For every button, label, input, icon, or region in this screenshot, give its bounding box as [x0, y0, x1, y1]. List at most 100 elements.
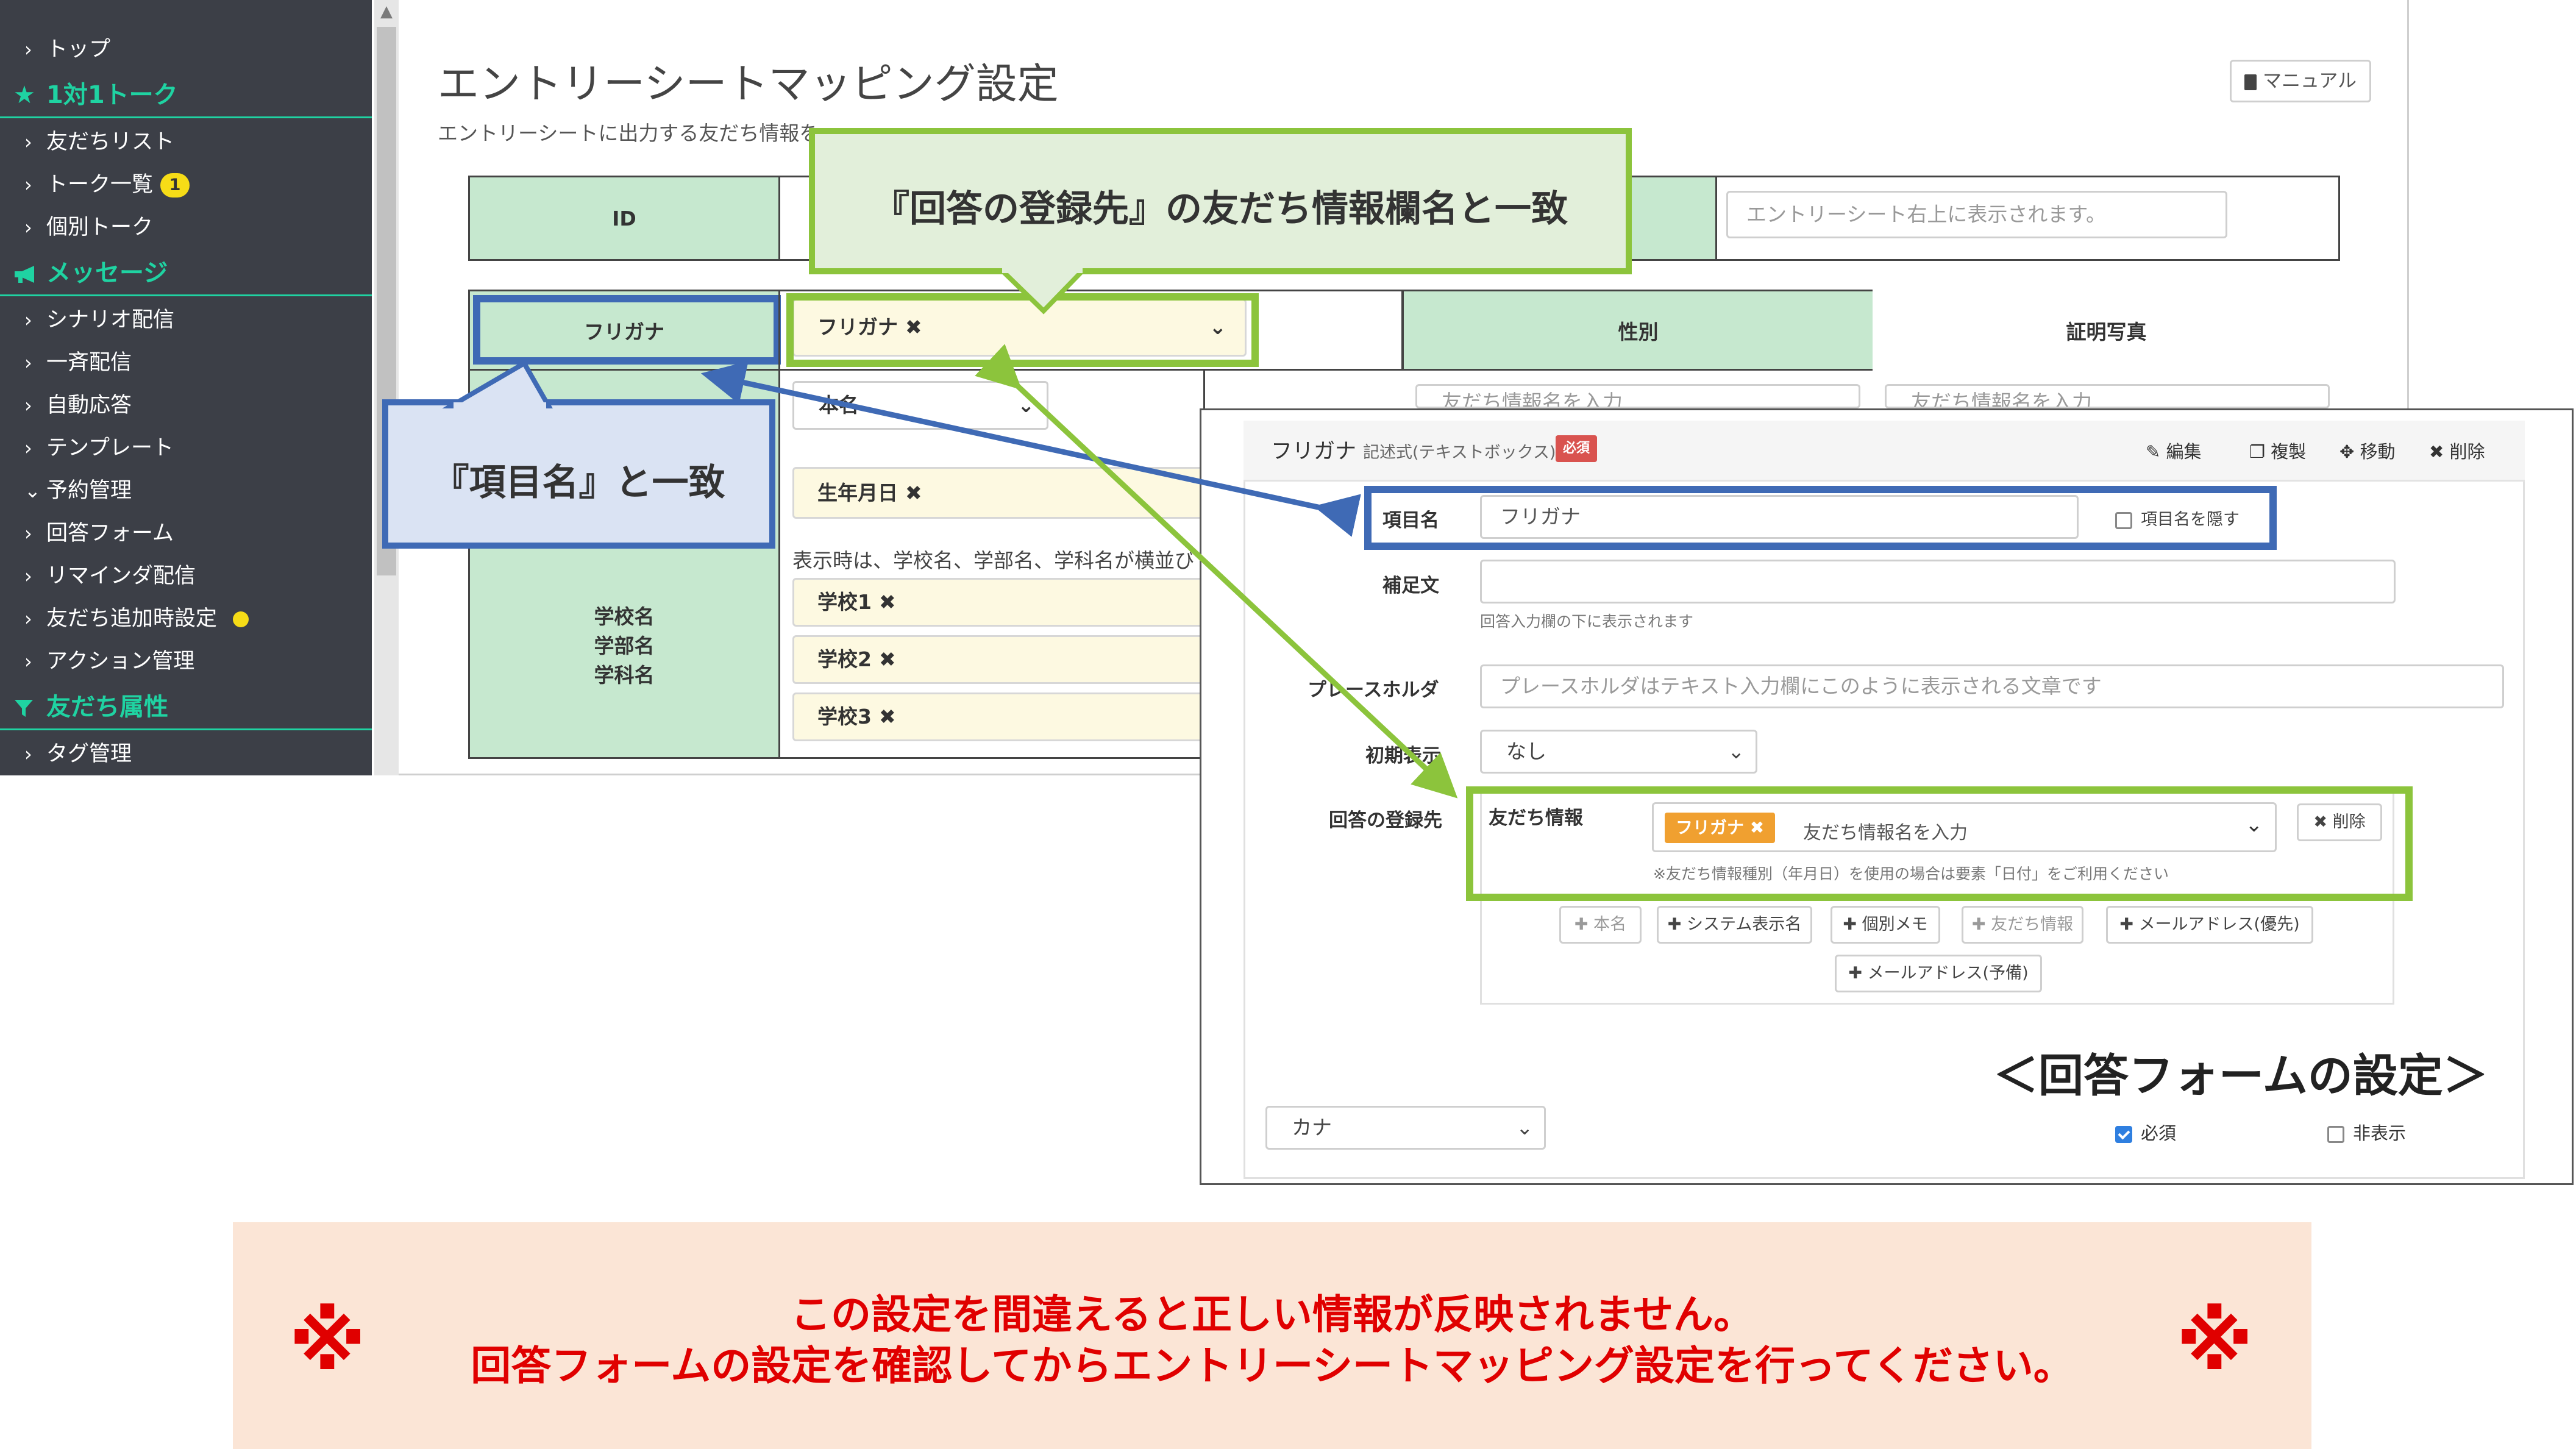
- field-title: フリガナ: [1271, 440, 1357, 464]
- school-name-label: 学校名: [594, 605, 655, 628]
- register-destination-highlight: [1466, 786, 2413, 901]
- placeholder-label: プレースホルダ: [1308, 679, 1439, 701]
- sidebar-item-answer-form[interactable]: ›回答フォーム: [0, 512, 372, 555]
- notice-dot: [233, 611, 249, 627]
- star-icon: ★: [13, 81, 35, 109]
- chevron-right-icon: ›: [24, 394, 32, 417]
- scroll-up-icon[interactable]: ▲: [380, 2, 393, 21]
- school1-tag-select[interactable]: 学校1✖: [792, 578, 1207, 627]
- chevron-right-icon: ›: [24, 650, 32, 673]
- add-system-name-button[interactable]: ✚ システム表示名: [1657, 906, 1812, 944]
- pencil-icon: ✎: [2146, 441, 2161, 462]
- kana-select[interactable]: カナ ⌄: [1265, 1106, 1546, 1150]
- furigana-label-highlight: [473, 295, 781, 365]
- name-select[interactable]: 本名 ⌄: [792, 381, 1048, 430]
- add-memo-button[interactable]: ✚ 個別メモ: [1831, 906, 1940, 944]
- move-icon: ✥: [2339, 441, 2355, 462]
- close-icon: ✖: [2429, 441, 2444, 462]
- supplement-input[interactable]: [1480, 560, 2396, 603]
- birthday-tag-select[interactable]: 生年月日✖: [792, 467, 1207, 519]
- chevron-right-icon: ›: [24, 308, 32, 332]
- sidebar-item-friend-add-settings[interactable]: ›友だち追加時設定: [0, 597, 372, 640]
- tag-remove-icon[interactable]: ✖: [905, 481, 922, 505]
- sidebar-item-individual-talk[interactable]: ›個別トーク: [0, 206, 372, 249]
- sidebar-item-scenario[interactable]: ›シナリオ配信: [0, 299, 372, 341]
- mapping-furigana-label-cell: フリガナ: [468, 290, 780, 371]
- friend-info-select[interactable]: フリガナ ✖ 友だち情報名を入力 ⌄: [1652, 802, 2277, 852]
- tag-remove-icon[interactable]: ✖: [878, 590, 896, 614]
- unread-badge: 1: [160, 173, 190, 198]
- chevron-right-icon: ›: [24, 436, 32, 460]
- chevron-down-icon: ⌄: [1727, 739, 1745, 763]
- sidebar-item-reminder[interactable]: ›リマインダ配信: [0, 555, 372, 597]
- tag-remove-icon[interactable]: ✖: [878, 647, 896, 671]
- sidebar-item-broadcast[interactable]: ›一斉配信: [0, 341, 372, 384]
- sidebar-item-top[interactable]: ›トップ: [0, 28, 372, 71]
- sidebar-header-talk[interactable]: ★1対1トーク: [0, 72, 372, 118]
- chevron-right-icon: ›: [24, 607, 32, 630]
- add-real-name-button[interactable]: ✚ 本名: [1559, 906, 1642, 944]
- sidebar-item-friend-list[interactable]: ›友だちリスト: [0, 121, 372, 163]
- sidebar-item-tag[interactable]: ›タグ管理: [0, 733, 372, 775]
- add-email-backup-button[interactable]: ✚ メールアドレス(予備): [1835, 955, 2042, 992]
- copy-icon: ❐: [2249, 441, 2265, 462]
- school3-tag-select[interactable]: 学校3✖: [792, 692, 1207, 741]
- chevron-right-icon: ›: [24, 351, 32, 374]
- warning-mark-right: ※: [2176, 1295, 2254, 1388]
- mapping-photo-label-cell: 証明写真: [1873, 290, 2340, 371]
- tag-remove-icon[interactable]: ✖: [878, 705, 896, 728]
- chevron-down-icon: ⌄: [1017, 393, 1034, 417]
- checkbox-icon[interactable]: [2115, 511, 2132, 529]
- add-friend-info-button[interactable]: ✚ 友だち情報: [1962, 906, 2083, 944]
- chevron-right-icon: ›: [24, 173, 32, 196]
- tag-remove-icon[interactable]: ✖: [905, 315, 922, 339]
- warning-box: この設定を間違えると正しい情報が反映されません。 回答フォームの設定を確認してか…: [233, 1222, 2311, 1449]
- sidebar-item-reservation[interactable]: ⌄予約管理: [0, 469, 372, 512]
- sidebar-header-friend-attr[interactable]: 友だち属性: [0, 684, 372, 730]
- callout-blue-pointer: [442, 360, 553, 408]
- friend-info-label: 友だち情報: [1489, 807, 1583, 829]
- school2-tag-select[interactable]: 学校2✖: [792, 635, 1207, 684]
- field-type: 記述式(テキストボックス): [1363, 443, 1556, 462]
- warning-line-1: この設定を間違えると正しい情報が反映されません。: [790, 1291, 1754, 1338]
- sidebar-item-action[interactable]: ›アクション管理: [0, 640, 372, 683]
- hide-item-name-checkbox[interactable]: 項目名を隠す: [2115, 506, 2240, 530]
- chevron-down-icon: ⌄: [1516, 1116, 1533, 1139]
- sidebar-item-auto-reply[interactable]: ›自動応答: [0, 384, 372, 427]
- mapping-id-right-cell: [1715, 176, 2340, 261]
- edit-action[interactable]: ✎ 編集: [2146, 441, 2202, 462]
- item-name-input[interactable]: フリガナ: [1480, 495, 2079, 539]
- delete-action[interactable]: ✖ 削除: [2429, 441, 2485, 462]
- supplement-label: 補足文: [1382, 575, 1439, 597]
- page-title: エントリーシートマッピング設定: [438, 60, 1059, 109]
- sidebar-item-template[interactable]: ›テンプレート: [0, 427, 372, 469]
- warning-mark-left: ※: [289, 1295, 366, 1388]
- megaphone-icon: [13, 250, 46, 296]
- chevron-right-icon: ›: [24, 130, 32, 154]
- id-right-input[interactable]: エントリーシート右上に表示されます。: [1726, 191, 2227, 238]
- department-name-label: 学科名: [594, 663, 655, 687]
- chevron-right-icon: ›: [24, 564, 32, 588]
- add-email-primary-button[interactable]: ✚ メールアドレス(優先): [2106, 906, 2313, 944]
- checkbox-icon[interactable]: [2327, 1126, 2344, 1143]
- checkbox-checked-icon[interactable]: [2115, 1126, 2132, 1143]
- chevron-right-icon: ›: [24, 742, 32, 766]
- required-checkbox[interactable]: 必須: [2115, 1119, 2176, 1145]
- initial-display-select[interactable]: なし ⌄: [1480, 730, 1757, 774]
- photo-select[interactable]: 友だち情報名を入力: [1885, 384, 2330, 408]
- placeholder-input[interactable]: プレースホルダはテキスト入力欄にこのように表示される文章です: [1480, 664, 2504, 708]
- close-icon: ✖: [2313, 813, 2328, 831]
- chevron-down-icon: ⌄: [24, 479, 41, 502]
- manual-button[interactable]: マニュアル: [2230, 60, 2371, 102]
- hidden-checkbox[interactable]: 非表示: [2327, 1119, 2406, 1145]
- friend-info-delete-button[interactable]: ✖ 削除: [2297, 803, 2382, 841]
- copy-action[interactable]: ❐ 複製: [2249, 441, 2307, 462]
- chevron-down-icon: ⌄: [2245, 813, 2263, 837]
- gender-select[interactable]: 友だち情報名を入力: [1415, 384, 1860, 408]
- register-destination-label: 回答の登録先: [1329, 810, 1442, 831]
- move-action[interactable]: ✥ 移動: [2339, 441, 2396, 462]
- sidebar-header-message[interactable]: メッセージ: [0, 250, 372, 296]
- callout-item-name: 『項目名』と一致: [382, 399, 775, 549]
